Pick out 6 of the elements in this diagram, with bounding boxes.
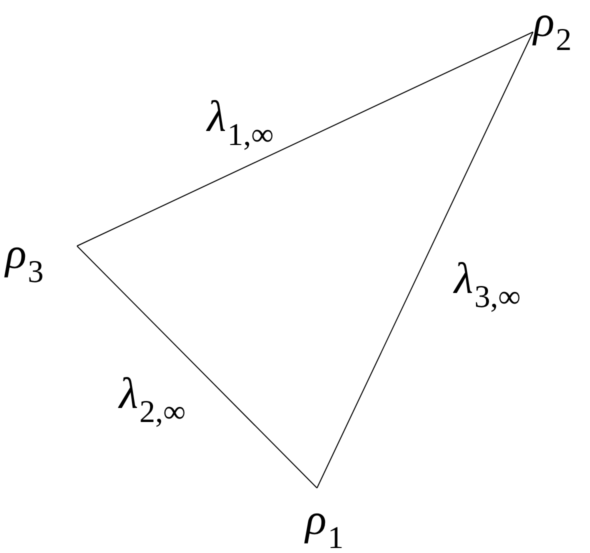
edge-line xyxy=(76,32,534,246)
edge-line xyxy=(76,246,318,488)
vertex-label: ρ$_{1}$ xyxy=(300,494,348,552)
vertex-label: ρ$_{2}$ xyxy=(528,0,576,54)
vertex-label: ρ$_{3}$ xyxy=(0,228,48,286)
edge-line xyxy=(316,32,534,488)
